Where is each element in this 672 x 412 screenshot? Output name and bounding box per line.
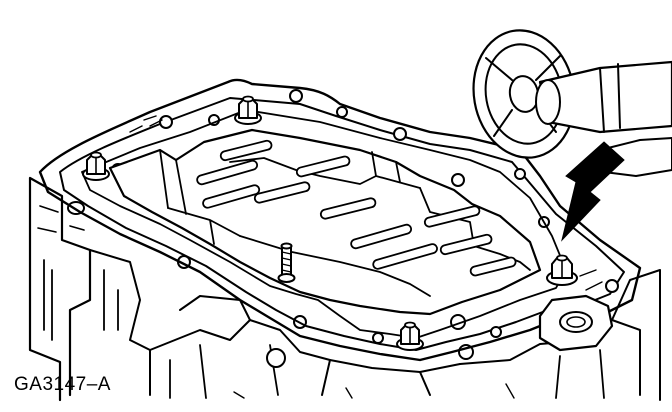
figure-id-label: GA3147–A [14,374,111,395]
shading [129,115,603,399]
panel-slots [196,139,517,277]
steering-wheel [472,29,576,159]
oil-pan-bolt [82,151,110,181]
oil-pan-gasket [81,109,567,339]
oil-pan-bolt [396,321,424,351]
oil-pan-bolt [546,254,578,286]
arrow-pointer [561,141,625,242]
oil-pan-bolt [234,95,262,125]
stud [277,242,296,283]
steering-column [535,60,672,177]
oil-pan-body [108,128,542,316]
mount-boss [538,294,614,352]
oil-pan-flange [38,78,642,362]
